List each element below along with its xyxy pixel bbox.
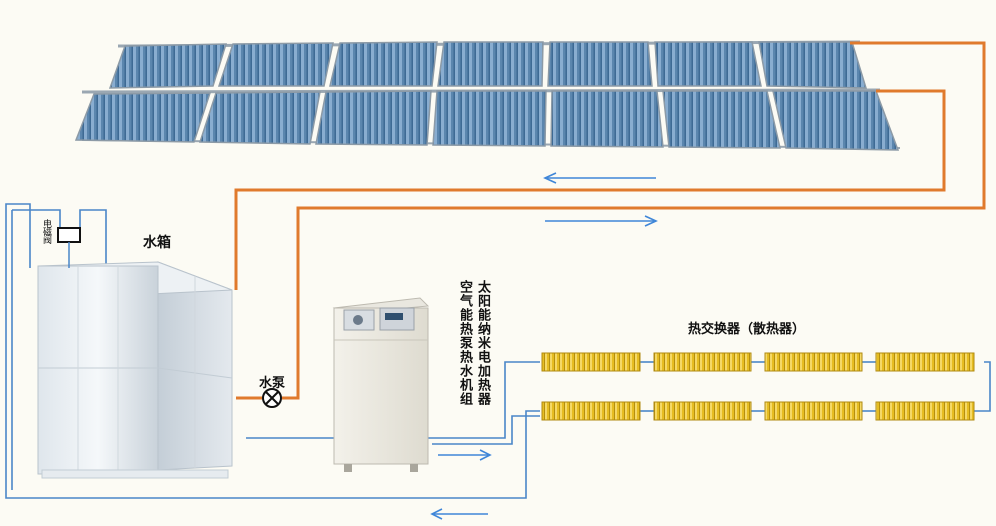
arrow-icon [545,215,658,227]
solar-panel [437,41,544,87]
solar-panel [772,90,900,151]
water-tank-label: 水箱 [143,235,171,251]
heat-exchanger-label: 热交换器（散热器） [688,322,806,337]
arrow-icon [543,172,656,184]
solar-panel [329,41,438,87]
pump-label: 水泵 [259,376,286,391]
heat-pump-unit [332,297,430,472]
heat-exchanger-bank [541,352,975,421]
pump-icon [262,388,282,408]
heat-pump-label: 空气能热泵热水机组 [457,280,472,406]
arrow-icon [430,508,488,520]
solar-panel [108,43,228,89]
solar-panel [550,90,664,148]
nano-heater-label: 太阳能纳米电加热器 [475,280,490,406]
radiator [875,352,975,372]
solar-panel [654,41,762,87]
solar-panel [217,42,334,87]
arrow-icon [438,449,492,461]
solar-panel [662,90,781,149]
cold-water-pipes [5,203,991,499]
solar-panel [758,41,868,89]
radiator [541,352,641,372]
solar-collector-array [74,40,901,151]
solar-panel [547,41,653,87]
radiator [764,401,863,421]
solar-panel [315,90,432,146]
water-tank [37,261,233,479]
flow-arrows [430,172,658,520]
solar-panel [74,92,212,143]
hot-water-pipes [234,41,986,400]
solenoid-valve-label: 电磁阀 [41,219,51,243]
radiator [875,401,975,421]
solenoid-valve-icon [57,227,81,268]
solar-panel [432,90,547,147]
radiator [653,352,752,372]
radiator [653,401,752,421]
radiator [764,352,863,372]
solar-panel [198,91,321,145]
radiator [541,401,641,421]
